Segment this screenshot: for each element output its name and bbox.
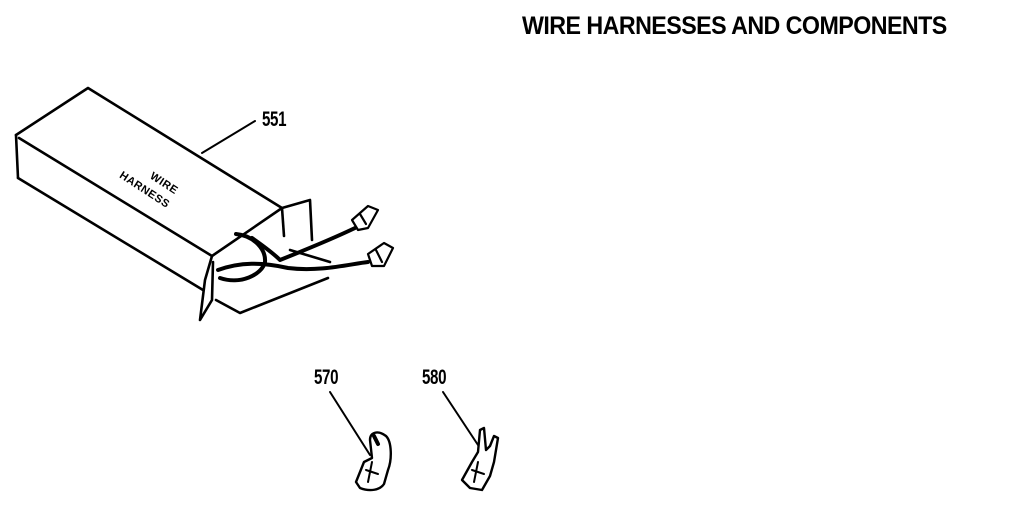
terminal-570 [329,391,392,492]
leader-line-551 [201,120,256,154]
part-number-570: 570 [314,366,339,389]
wire-terminals [350,204,395,268]
part-number-580: 580 [422,366,447,389]
wire-harness-box [14,86,332,322]
harness-wires [216,226,370,283]
part-number-551: 551 [262,108,287,131]
diagram-title: WIRE HARNESSES AND COMPONENTS [522,12,947,40]
terminal-580 [442,391,500,492]
